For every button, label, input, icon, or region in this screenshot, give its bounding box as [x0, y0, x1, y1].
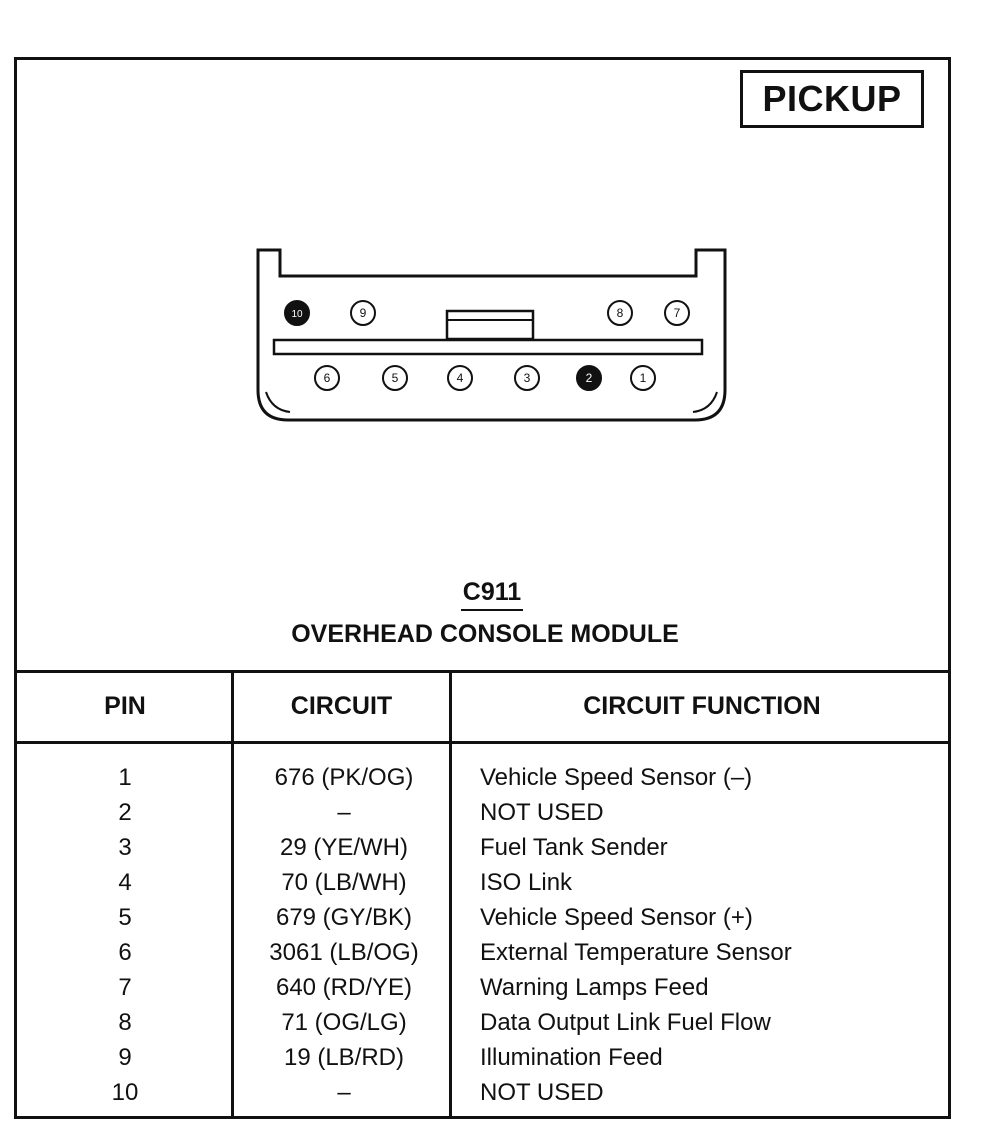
pin-column: 1 2 3 4 5 6 7 8 9 10 [60, 760, 190, 1110]
pin-label: 5 [392, 371, 399, 385]
table-cell-function: Data Output Link Fuel Flow [480, 1009, 771, 1036]
diagram-frame [14, 57, 951, 1119]
table-cell-function: Vehicle Speed Sensor (+) [480, 904, 753, 931]
pin-label: 3 [524, 371, 531, 385]
table-cell-function: NOT USED [480, 799, 604, 826]
table-cell-function: NOT USED [480, 1079, 604, 1106]
header-circuit: CIRCUIT [290, 692, 393, 720]
vehicle-badge: PICKUP [740, 70, 924, 128]
connector-id: C911 [0, 578, 984, 611]
pin-1: 1 [630, 365, 656, 391]
pin-label: 10 [291, 309, 303, 320]
connector-body [256, 248, 727, 422]
table-cell-circuit: 679 (GY/BK) [275, 904, 413, 931]
pin-5: 5 [382, 365, 408, 391]
table-cell-circuit: – [337, 1079, 351, 1106]
table-cell-pin: 6 [118, 939, 132, 966]
pin-3: 3 [514, 365, 540, 391]
table-cell-function: ISO Link [480, 869, 573, 896]
table-cell-pin: 10 [111, 1079, 139, 1106]
table-cell-circuit: 676 (PK/OG) [274, 764, 414, 791]
table-cell-pin: 1 [118, 764, 132, 791]
circuit-column: 676 (PK/OG) – 29 (YE/WH) 70 (LB/WH) 679 (GY/… [234, 760, 454, 1110]
pin-label: 4 [457, 371, 464, 385]
header-circuit-function: CIRCUIT FUNCTION [583, 692, 821, 720]
table-cell-circuit: 19 (LB/RD) [283, 1044, 405, 1071]
function-column: Vehicle Speed Sensor (–) NOT USED Fuel Tan… [480, 760, 940, 1110]
table-cell-function: Fuel Tank Sender [480, 834, 668, 861]
locking-tab [445, 309, 535, 341]
pin-6: 6 [314, 365, 340, 391]
pin-2: 2 [576, 365, 602, 391]
pin-8: 8 [607, 300, 633, 326]
pin-label: 1 [640, 371, 647, 385]
pin-7: 7 [664, 300, 690, 326]
connector-divider [272, 338, 704, 356]
pin-label: 6 [324, 371, 331, 385]
column-divider-1 [231, 672, 234, 1118]
pin-label: 2 [586, 371, 593, 385]
table-cell-circuit: 29 (YE/WH) [279, 834, 408, 861]
pin-10: 10 [284, 300, 310, 326]
connector-inner-curve-left [265, 391, 291, 413]
table-cell-pin: 2 [118, 799, 132, 826]
pin-label: 9 [360, 306, 367, 320]
pin-4: 4 [447, 365, 473, 391]
connector-diagram: 10 9 8 7 6 5 4 3 2 1 [256, 248, 727, 422]
table-top-rule [14, 670, 951, 673]
pin-9: 9 [350, 300, 376, 326]
header-pin: PIN [104, 692, 146, 720]
connector-inner-curve-right [692, 391, 718, 413]
table-cell-circuit: 71 (OG/LG) [281, 1009, 407, 1036]
table-cell-pin: 7 [118, 974, 132, 1001]
table-cell-function: Warning Lamps Feed [480, 974, 709, 1001]
table-cell-pin: 3 [118, 834, 132, 861]
table-header-rule [14, 741, 951, 744]
table-cell-pin: 8 [118, 1009, 132, 1036]
pin-label: 8 [617, 306, 624, 320]
table-cell-pin: 4 [118, 869, 132, 896]
table-cell-circuit: 3061 (LB/OG) [269, 939, 419, 966]
table-cell-circuit: – [337, 799, 351, 826]
connector-name: OVERHEAD CONSOLE MODULE [291, 620, 679, 648]
table-cell-pin: 9 [118, 1044, 132, 1071]
table-cell-function: Vehicle Speed Sensor (–) [480, 764, 753, 791]
table-cell-function: Illumination Feed [480, 1044, 663, 1071]
pin-label: 7 [674, 306, 681, 320]
table-cell-function: External Temperature Sensor [480, 939, 792, 966]
table-cell-circuit: 640 (RD/YE) [275, 974, 413, 1001]
table-cell-pin: 5 [118, 904, 132, 931]
table-cell-circuit: 70 (LB/WH) [281, 869, 407, 896]
column-divider-2 [449, 672, 452, 1118]
